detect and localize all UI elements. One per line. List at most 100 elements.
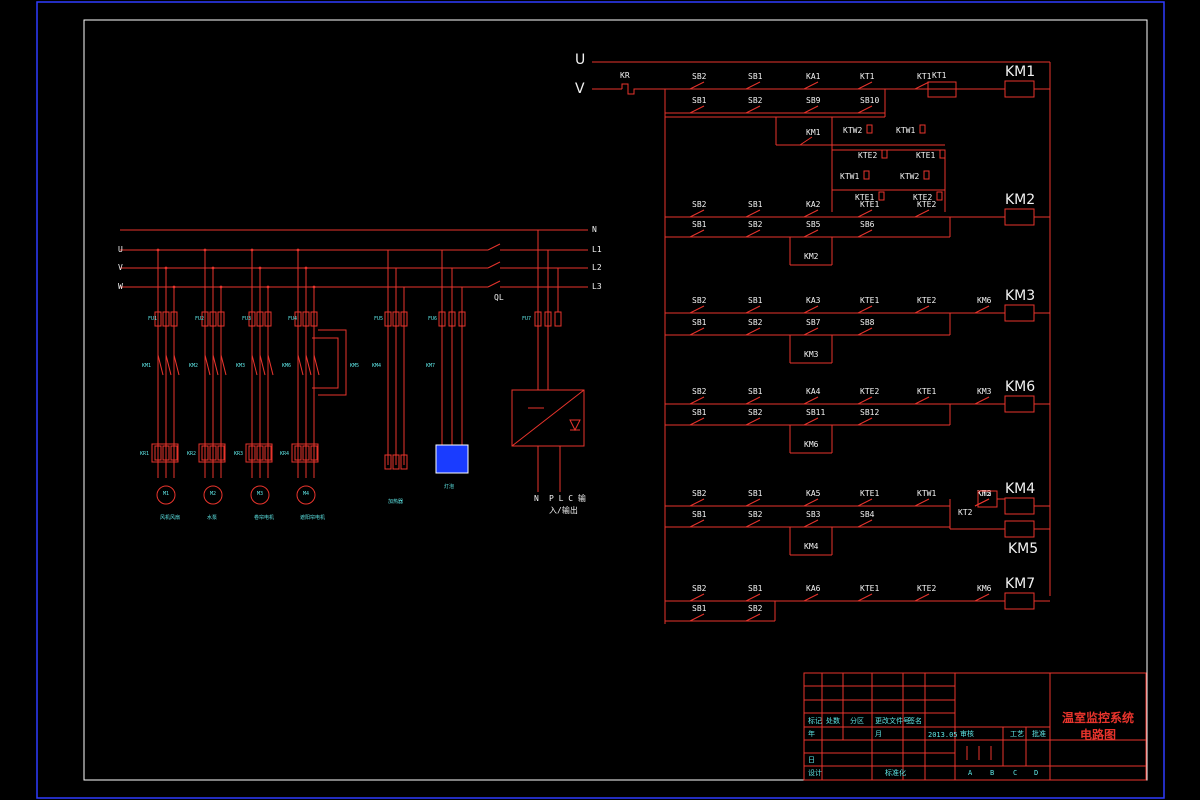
motor-label: M3: [257, 491, 263, 497]
coil: [1004, 395, 1035, 413]
seal-contact-label: KM3: [804, 350, 819, 359]
contact-label: SB2: [748, 510, 763, 519]
plc-fuse-label: FU7: [522, 316, 531, 322]
thermal-relay-label: KR2: [187, 451, 196, 457]
contact-label: KA5: [806, 489, 821, 498]
title-block-cell: 签名: [908, 716, 922, 725]
contact-label: KM5: [977, 489, 992, 498]
timer-contact-label: KTE1: [916, 151, 935, 160]
contact-label: SB2: [692, 296, 707, 305]
contact-label: SB1: [692, 408, 707, 417]
contact-label: KT1: [917, 72, 932, 81]
coil: [1004, 497, 1035, 515]
contact-label: KTE2: [917, 200, 936, 209]
contact-label: KM3: [977, 387, 992, 396]
km1-interlock: KM1: [665, 89, 946, 212]
motor-caption: 卷帘电机: [254, 514, 274, 521]
sheet-zone-label: A: [968, 769, 973, 777]
drawing-title: 温室监控系统: [1062, 710, 1134, 725]
contactor-label: KM6: [282, 363, 291, 369]
sheet-zone-label: D: [1034, 769, 1038, 777]
contact-label: SB7: [806, 318, 821, 327]
title-block-cell: 批准: [1032, 729, 1046, 738]
contact-label: KA4: [806, 387, 821, 396]
coil-label-km5: KM5: [1008, 541, 1038, 557]
lamp-block: [435, 444, 469, 474]
contact-label: SB1: [692, 604, 707, 613]
contact-label: SB1: [748, 200, 763, 209]
motor-caption: 水泵: [207, 514, 217, 521]
drawing-date: 2013.05: [928, 731, 958, 739]
contact-label: SB12: [860, 408, 879, 417]
timer-contact-label: KTE2: [858, 151, 877, 160]
title-block-cell: 处数: [826, 716, 840, 725]
contact-label: KTE2: [917, 296, 936, 305]
title-block-cell: 日: [808, 756, 815, 764]
contact-label: SB4: [860, 510, 875, 519]
title-block-cell: 分区: [850, 716, 864, 725]
motor-label: M1: [163, 491, 169, 497]
thermal-relay-label: KR3: [234, 451, 243, 457]
timer-contact-label: KTW2: [843, 126, 862, 135]
coil-label: KM6: [1005, 379, 1035, 395]
contact-label: SB6: [860, 220, 875, 229]
lamp-caption: 灯泡: [444, 483, 454, 490]
contact-label: KT2: [977, 489, 992, 498]
contactor-label: KM1: [142, 363, 151, 369]
bus-label-l3: L3: [592, 282, 602, 291]
fuse-label: FU1: [148, 316, 157, 322]
contact-label: SB2: [692, 584, 707, 593]
contact-label: SB1: [692, 96, 707, 105]
lamp-fuse-label: FU6: [428, 316, 437, 322]
inner-border: [83, 19, 1148, 781]
thermal-relay-label: KR4: [280, 451, 289, 457]
contact-label: KT1: [860, 72, 875, 81]
timer-contact-label: KTW2: [900, 172, 919, 181]
contact-label: KTE1: [860, 296, 879, 305]
heater-caption: 加热器: [388, 498, 403, 505]
kt1-coil: KT1: [927, 71, 957, 98]
heater-fuse-label: FU5: [374, 316, 383, 322]
title-block-cell: 更改文件号: [875, 716, 910, 725]
title-block-cell: 审核: [960, 729, 974, 738]
contact-label: KA1: [806, 72, 821, 81]
contact-label: SB1: [692, 510, 707, 519]
kt2-contact-label: KT2: [958, 508, 973, 517]
title-block-cell: 月: [875, 730, 882, 738]
contact-label: KTE2: [860, 387, 879, 396]
timer-contact-label: KTW1: [840, 172, 859, 181]
bus-label-l1: L1: [592, 245, 602, 254]
drawing-subtitle: 电路图: [1080, 727, 1116, 742]
contact-label: KA6: [806, 584, 821, 593]
rail-label-v: V: [575, 81, 585, 97]
title-block-cell: 年: [808, 729, 815, 738]
contact-label: SB2: [748, 318, 763, 327]
power-circuit: U V W N L1 L2 L3 QL M1FU1KM1KR1风机风扇M2FU2…: [118, 225, 602, 521]
contact-label: SB5: [806, 220, 821, 229]
title-block-cell: 工艺: [1010, 730, 1024, 738]
lamp-contactor-label: KM7: [426, 363, 435, 369]
sheet-zone-label: B: [990, 769, 994, 777]
contact-label: SB9: [806, 96, 821, 105]
heater-contactor-label: KM4: [372, 363, 381, 369]
contact-label: SB2: [748, 220, 763, 229]
timer-contact-label: KTE1: [855, 193, 874, 202]
contact-label: SB2: [692, 489, 707, 498]
plc-supply: N P L C 输 入/输出 FU7: [511, 230, 586, 515]
seal-contact-label: KM6: [804, 440, 819, 449]
coil-label: KM2: [1005, 192, 1035, 208]
contact-label: SB1: [748, 584, 763, 593]
contact-label: KA3: [806, 296, 821, 305]
motor-caption: 遮阳帘电机: [300, 514, 325, 521]
contact-label: KTE1: [860, 584, 879, 593]
contact-label: SB2: [748, 604, 763, 613]
sheet-zone-label: C: [1013, 769, 1017, 777]
motor-label: M2: [210, 491, 216, 497]
coil-label: KM1: [1005, 64, 1035, 80]
contact-label: SB2: [748, 408, 763, 417]
